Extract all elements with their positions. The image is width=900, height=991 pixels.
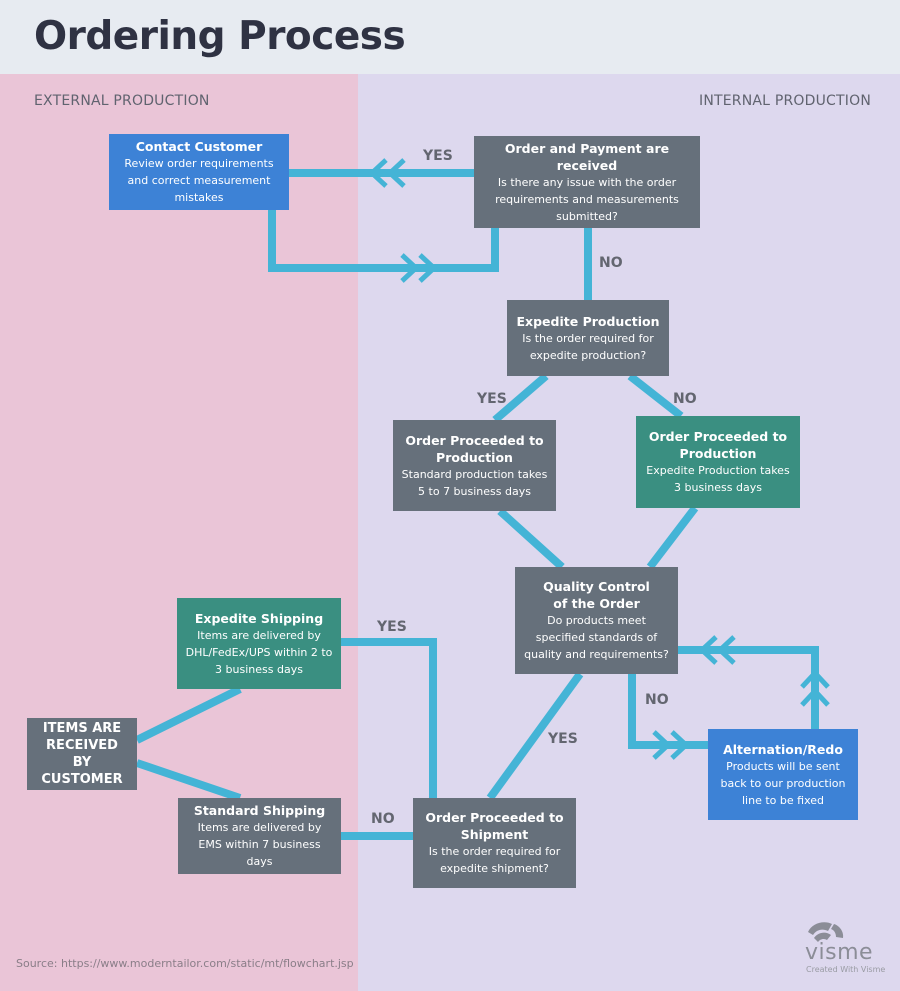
chevron-right-icon (400, 253, 438, 283)
label-yes-contact: YES (423, 148, 453, 164)
connector-contact-to-order (268, 210, 499, 272)
box-description: Items are delivered by EMS within 7 busi… (197, 821, 322, 868)
box-description: Is the order required for expedite produ… (522, 331, 654, 362)
box-title: Alternation/Redo (723, 741, 843, 757)
label-no-shipping: NO (371, 811, 395, 827)
box-description: Items are delivered by DHL/FedEx/UPS wit… (185, 628, 333, 676)
box-title: Contact Customer (135, 139, 263, 154)
connector-expedite-to-standard (492, 372, 549, 424)
expedited-production-box: Order Proceeded to Production Expedite P… (636, 416, 800, 508)
source-note: Source: https://www.moderntailor.com/sta… (16, 957, 354, 970)
box-title: Expedite Shipping (194, 610, 324, 626)
box-title: Order and Payment are received (504, 140, 670, 173)
box-title: Order Proceeded to Production (405, 432, 544, 465)
box-description: Products will be sent back to our produc… (720, 759, 846, 807)
box-title: Order Proceeded to Production (648, 429, 788, 461)
page-title: Ordering Process (34, 14, 406, 59)
connector-qc-to-alteration (628, 674, 708, 749)
label-yes-expedite: YES (477, 391, 507, 407)
chevron-right-icon (652, 730, 690, 760)
logo-subtitle: Created With Visme (806, 965, 886, 974)
expedite-shipping-box: Expedite Shipping Items are delivered by… (177, 598, 341, 689)
expedite-production-box: Expedite Production Is the order require… (507, 300, 669, 376)
connector-expedited-to-qc (646, 505, 699, 570)
box-title: Expedite Production (516, 313, 660, 329)
label-no-quality: NO (645, 692, 669, 708)
box-title: Order Proceeded to Shipment (425, 810, 564, 842)
connector-alteration-to-qc (678, 646, 819, 729)
chevron-left-icon (698, 635, 736, 665)
lane-label-internal: INTERNAL PRODUCTION (699, 93, 871, 109)
order-received-box: Order and Payment are received Is there … (474, 136, 700, 228)
box-description: Is there any issue with the order requir… (495, 175, 679, 223)
box-title: Quality Control of the Order (543, 579, 650, 611)
header-bar: Ordering Process (0, 0, 900, 74)
box-description: Expedite Production takes 3 business day… (646, 464, 790, 494)
quality-control-box: Quality Control of the Order Do products… (515, 567, 678, 674)
standard-production-box: Order Proceeded to Production Standard p… (393, 420, 556, 511)
chevron-up-icon (800, 669, 830, 707)
connector-qc-to-shipment (486, 671, 584, 801)
lane-label-external: EXTERNAL PRODUCTION (34, 93, 210, 109)
connector-stdshipping-to-items (135, 759, 242, 802)
label-yes-quality: YES (548, 731, 578, 747)
chevron-left-icon (368, 158, 406, 188)
connector-expshipping-to-items (135, 685, 242, 744)
box-description: Is the order required for expedite shipm… (428, 845, 561, 875)
connector-expedite-to-expedited (627, 372, 684, 420)
box-description: Review order requirements and correct me… (124, 157, 274, 204)
label-no-expedite: NO (673, 391, 697, 407)
box-description: Standard production takes 5 to 7 busines… (401, 467, 548, 498)
standard-shipping-box: Standard Shipping Items are delivered by… (178, 798, 341, 874)
box-title: ITEMS ARE RECEIVED BY CUSTOMER (41, 721, 123, 787)
label-no-order: NO (599, 255, 623, 271)
logo-word: visme (805, 940, 874, 965)
box-description: Do products meet specified standards of … (524, 614, 669, 661)
alteration-box: Alternation/Redo Products will be sent b… (708, 729, 858, 820)
shipment-box: Order Proceeded to Shipment Is the order… (413, 798, 576, 888)
items-received-box: ITEMS ARE RECEIVED BY CUSTOMER (27, 718, 137, 790)
connector-shipment-to-expshipping (341, 638, 437, 798)
contact-customer-box: Contact Customer Review order requiremen… (109, 134, 289, 210)
box-title: Standard Shipping (193, 803, 326, 818)
connector-standard-to-qc (497, 508, 565, 570)
label-yes-shipping: YES (377, 619, 407, 635)
visme-logo-icon (808, 922, 844, 942)
